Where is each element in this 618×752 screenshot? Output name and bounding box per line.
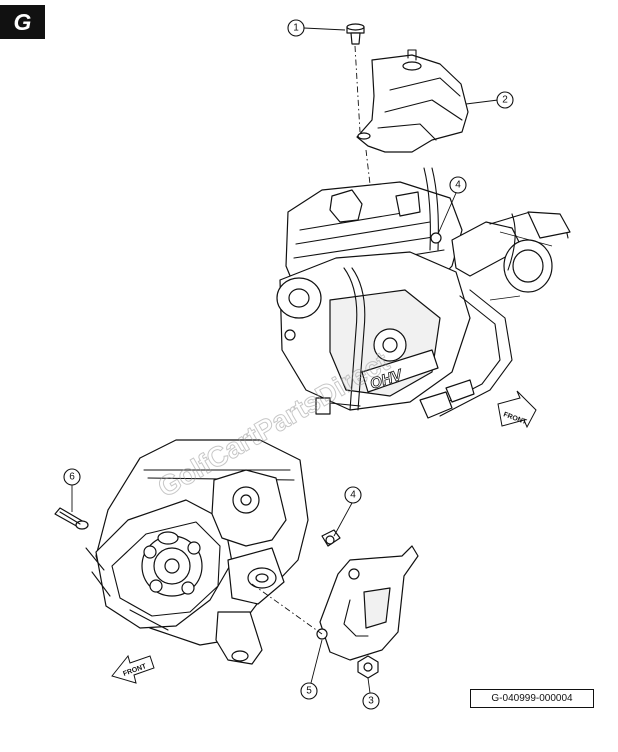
- callout-4-lower: 4: [344, 486, 362, 504]
- bracket-part-5: [316, 545, 419, 661]
- callout-2: 2: [496, 91, 514, 109]
- leader-4-upper: [437, 192, 457, 235]
- leader-2: [465, 99, 499, 105]
- screw-part-1: [346, 23, 365, 45]
- front-arrow-lower: FRONT: [111, 654, 155, 684]
- callout-5: 5: [300, 682, 318, 700]
- svg-text:4: 4: [350, 490, 356, 501]
- section-tab-letter: G: [13, 9, 32, 35]
- center-line-3: [251, 583, 323, 635]
- svg-text:5: 5: [306, 686, 312, 697]
- callout-6: 6: [63, 468, 81, 486]
- callout-4-upper: 4: [449, 176, 467, 194]
- leader-4-lower: [333, 502, 353, 537]
- callout-3: 3: [362, 692, 380, 710]
- lower-engine-assembly: [85, 439, 309, 665]
- callout-1: 1: [287, 19, 305, 37]
- svg-text:4: 4: [455, 180, 461, 191]
- svg-text:2: 2: [502, 95, 508, 106]
- leader-1: [303, 27, 346, 31]
- upper-engine-assembly: OHV: [276, 167, 571, 419]
- svg-text:1: 1: [293, 23, 299, 34]
- cover-part-2: [356, 49, 469, 153]
- center-line-1: [354, 45, 361, 133]
- section-tab: G: [0, 5, 45, 39]
- svg-text:6: 6: [69, 472, 75, 483]
- leader-3: [367, 677, 371, 694]
- svg-text:3: 3: [368, 696, 374, 707]
- nut-part-3: [357, 655, 379, 679]
- front-arrow-upper: FRONT: [497, 390, 537, 429]
- stud-part-6: [54, 507, 89, 530]
- bolt-part-4-lower: [321, 529, 341, 547]
- leader-5: [310, 639, 323, 684]
- figure-id-label: G-040999-000004: [470, 689, 594, 708]
